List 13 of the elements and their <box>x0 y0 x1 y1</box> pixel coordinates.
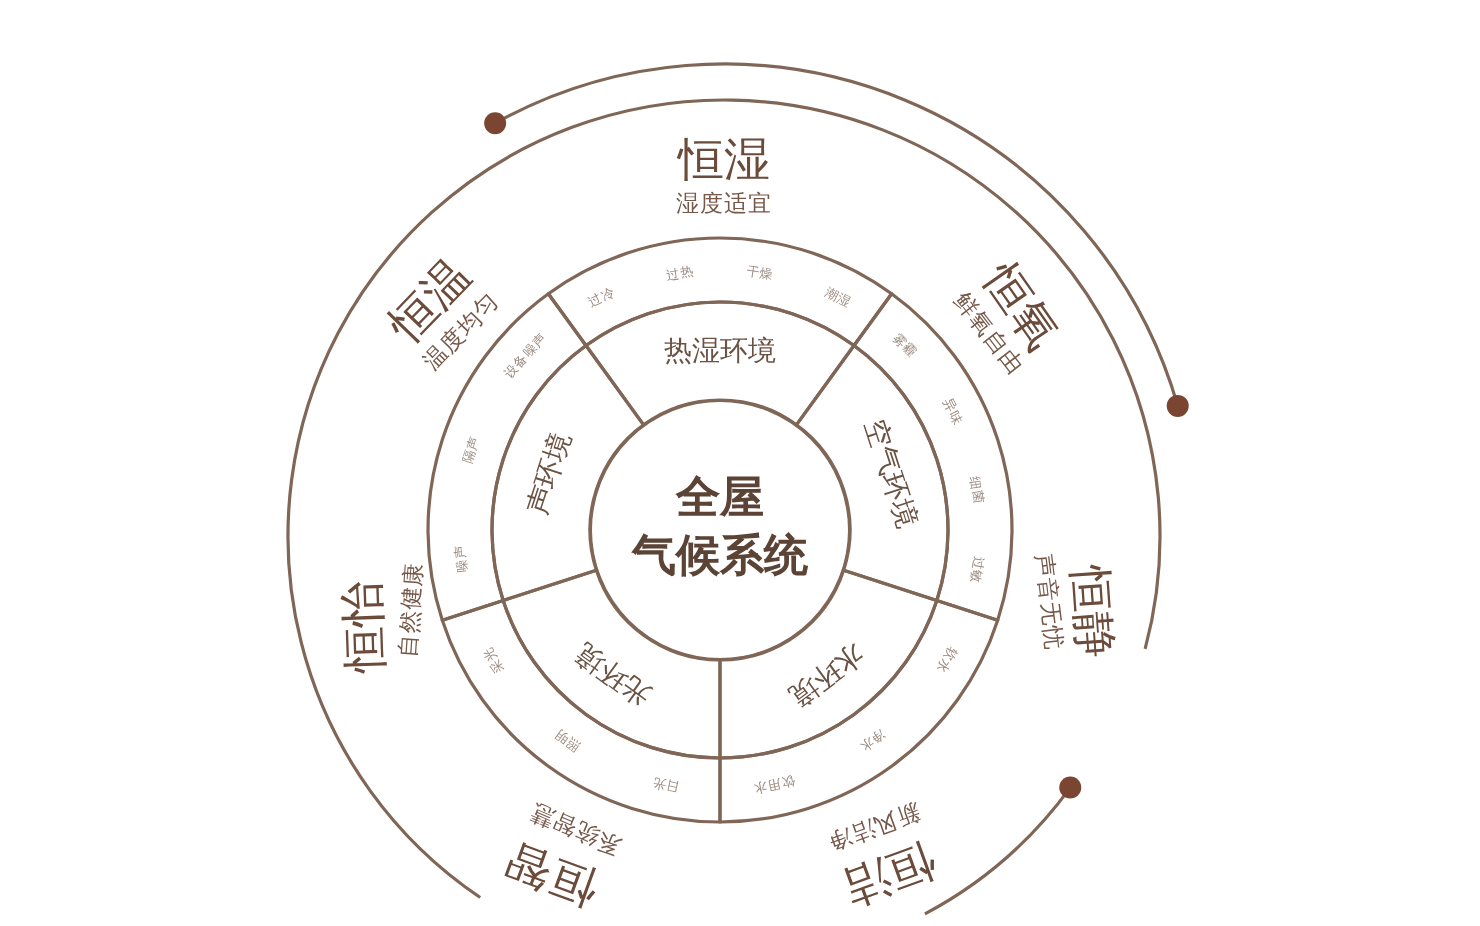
segment-title: 空气环境 <box>859 417 921 533</box>
segment-title: 声环境 <box>523 430 577 519</box>
feature-title: 恒湿 <box>678 139 770 185</box>
center-title: 全屋 <box>676 472 764 529</box>
feature-subtitle: 湿度适宜 <box>676 192 772 216</box>
segment-title: 光环境 <box>572 638 657 711</box>
feature-subtitle: 自然健康 <box>397 561 427 659</box>
feature-subtitle: 声音无忧 <box>1030 552 1066 652</box>
center-title: 气候系统 <box>632 530 808 586</box>
feature-title: 恒静 <box>1063 564 1117 660</box>
segment-title: 水环境 <box>783 638 868 711</box>
segment-title: 热湿环境 <box>664 337 776 365</box>
feature-title: 恒怡 <box>341 579 391 673</box>
